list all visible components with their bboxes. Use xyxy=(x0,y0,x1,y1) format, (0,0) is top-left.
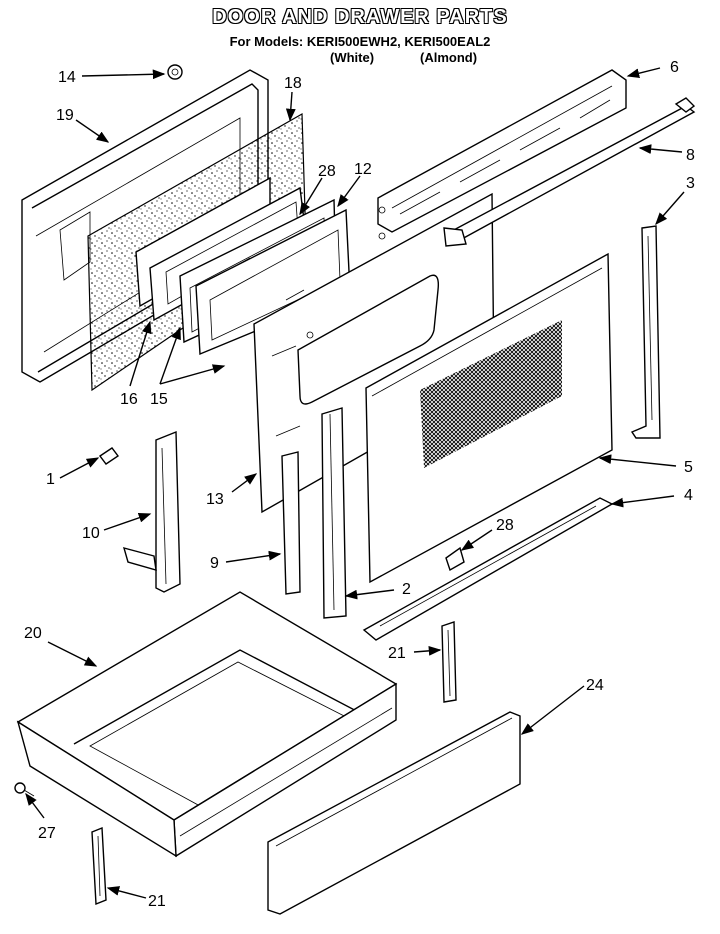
callout-28a: 28 xyxy=(318,163,336,180)
callout-12: 12 xyxy=(354,161,372,178)
leader-12 xyxy=(337,175,361,208)
leader-21a xyxy=(413,645,442,656)
door-clip xyxy=(98,447,120,465)
leader-6 xyxy=(626,67,661,79)
door-side-strip-2 xyxy=(321,407,347,619)
door-rod xyxy=(443,97,696,247)
callout-14: 14 xyxy=(58,69,76,86)
leader-10 xyxy=(103,513,152,531)
callout-1: 1 xyxy=(46,471,55,488)
door-side-strip-9 xyxy=(281,451,301,595)
leader-3 xyxy=(655,191,685,226)
callout-24: 24 xyxy=(586,677,604,694)
drawer-slide-lower xyxy=(91,826,107,906)
page-title: DOOR AND DRAWER PARTS xyxy=(212,6,508,28)
callout-21b: 21 xyxy=(148,893,166,910)
leader-1 xyxy=(59,457,100,479)
leader-18 xyxy=(285,91,296,122)
callout-27: 27 xyxy=(38,825,56,842)
leader-lines xyxy=(25,67,685,899)
leader-15a xyxy=(159,364,226,385)
leader-16 xyxy=(129,320,152,387)
drawer-screw xyxy=(14,782,35,797)
leader-28a xyxy=(299,177,323,216)
callout-18: 18 xyxy=(284,75,302,92)
leader-9 xyxy=(225,550,282,563)
door-handle-knob xyxy=(167,64,183,80)
drawer-slide-upper xyxy=(441,621,457,703)
leader-27 xyxy=(25,792,45,819)
small-bracket xyxy=(445,546,465,572)
callout-labels: 14 19 18 28 12 6 8 3 16 15 1 10 13 5 4 2… xyxy=(24,59,695,910)
models-line: For Models: KERI500EWH2, KERI500EAL2 xyxy=(229,34,491,49)
variant-white: (White) xyxy=(330,50,375,65)
callout-9: 9 xyxy=(210,555,219,572)
callout-16: 16 xyxy=(120,391,138,408)
callout-4: 4 xyxy=(684,487,693,504)
callout-13: 13 xyxy=(206,491,224,508)
callout-28b: 28 xyxy=(496,517,514,534)
door-side-trim-right xyxy=(630,225,661,439)
leader-5 xyxy=(598,454,677,467)
callout-10: 10 xyxy=(82,525,100,542)
leader-24 xyxy=(520,685,585,735)
callout-19: 19 xyxy=(56,107,74,124)
callout-21a: 21 xyxy=(388,645,406,662)
leader-15b xyxy=(159,326,181,385)
leader-8 xyxy=(638,144,683,154)
leader-19 xyxy=(75,119,110,143)
callout-15: 15 xyxy=(150,391,168,408)
leader-2 xyxy=(344,589,395,600)
leader-13 xyxy=(231,473,258,493)
drawer-front-panel xyxy=(267,711,521,915)
callout-20: 20 xyxy=(24,625,42,642)
leader-4 xyxy=(610,495,675,508)
callout-3: 3 xyxy=(686,175,695,192)
callout-6: 6 xyxy=(670,59,679,76)
callout-8: 8 xyxy=(686,147,695,164)
variant-almond: (Almond) xyxy=(420,50,478,65)
leader-28b xyxy=(460,529,493,551)
leader-21b xyxy=(106,886,147,899)
outer-door-panel xyxy=(365,252,613,584)
leader-20 xyxy=(47,641,98,667)
door-hinge-left xyxy=(122,430,181,593)
leader-14 xyxy=(81,69,166,80)
door-top-trim xyxy=(377,69,627,240)
callout-5: 5 xyxy=(684,459,693,476)
callout-2: 2 xyxy=(402,581,411,598)
storage-drawer xyxy=(16,591,398,858)
